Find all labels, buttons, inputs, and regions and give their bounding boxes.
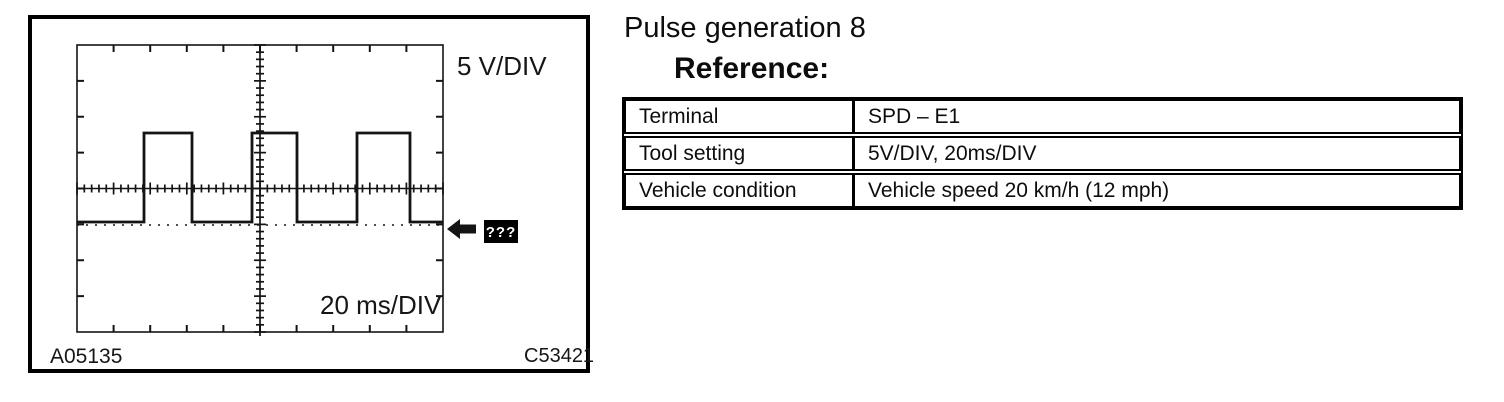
row-value-cell: 5V/DIV, 20ms/DIV (868, 142, 1037, 165)
cursor-marker-box (484, 220, 518, 243)
reference-heading: Reference: (674, 52, 830, 85)
table-row: Terminal SPD – E1 (624, 99, 1461, 134)
time-per-div-label: 20 ms/DIV (320, 290, 442, 320)
row-label-cell: Tool setting (626, 138, 855, 169)
row-value-cell: Vehicle speed 20 km/h (12 mph) (868, 179, 1170, 202)
pulse-waveform (77, 131, 443, 224)
table-row: Vehicle condition Vehicle speed 20 km/h (… (624, 173, 1461, 208)
figure-code-right: C53421 (524, 345, 595, 367)
table-row: Tool setting 5V/DIV, 20ms/DIV (624, 136, 1461, 171)
row-label-cell: Vehicle condition (626, 175, 855, 206)
volts-per-div-label: 5 V/DIV (457, 51, 547, 81)
figure-code-left: A05135 (50, 345, 123, 368)
row-label-cell: Terminal (626, 101, 855, 132)
row-value-cell: SPD – E1 (868, 105, 961, 128)
oscilloscope-plot: ??? (76, 44, 518, 336)
cursor-arrow-icon (447, 219, 476, 239)
reference-table: Terminal SPD – E1 Tool setting 5V/DIV, 20ms… (622, 97, 1463, 210)
section-title: Pulse generation 8 (624, 12, 866, 44)
cursor-marker-glyphs: ??? (486, 224, 517, 241)
oscilloscope-figure (28, 15, 590, 373)
